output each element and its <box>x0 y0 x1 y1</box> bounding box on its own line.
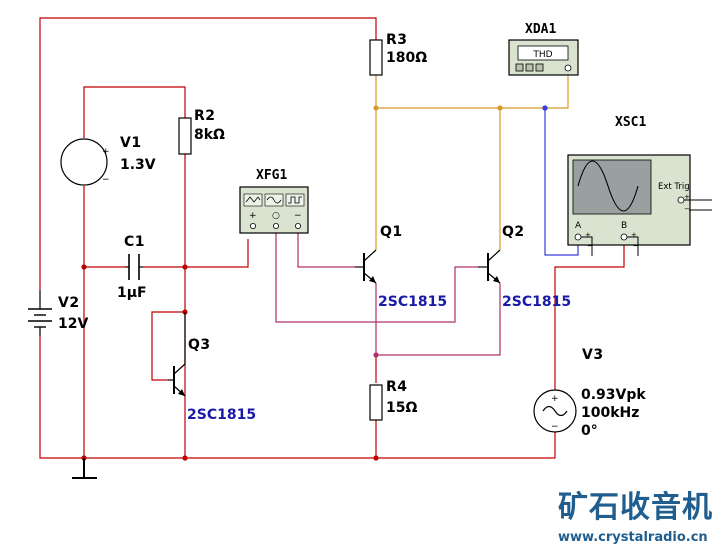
wire-blue <box>544 108 579 256</box>
q3-part: 2SC1815 <box>187 407 256 423</box>
wires-purple <box>275 228 501 356</box>
xfg1-plus-jack[interactable] <box>249 222 256 229</box>
xsc1-b-minus: − <box>633 242 639 250</box>
xda1-input-terminal[interactable] <box>564 64 572 72</box>
xfg1-terminal-common: ○ <box>272 211 280 221</box>
wires-orange <box>375 75 569 250</box>
v3-frequency: 100kHz <box>581 405 639 421</box>
xda1-screen: THD <box>532 50 552 60</box>
xsc1-b-plus: + <box>631 231 637 239</box>
xsc1-ref: XSC1 <box>615 115 646 130</box>
xfg1-triangle-btn[interactable] <box>243 193 263 207</box>
resistor-r4[interactable]: R4 15Ω <box>369 379 417 421</box>
xsc1-ext-minus: − <box>684 205 690 213</box>
xda1-btn-3[interactable] <box>535 63 544 72</box>
xfg1-terminal-plus: + <box>249 211 257 221</box>
r3-value: 180Ω <box>386 50 427 66</box>
r3-ref: R3 <box>386 32 408 48</box>
ac-source-v3[interactable]: + − V3 0.93Vpk 100kHz 0° <box>533 347 646 439</box>
xsc1-channel-a-label: A <box>575 221 582 231</box>
xsc1-trace <box>577 160 639 212</box>
xfg1-minus-jack[interactable] <box>294 222 301 229</box>
transistor-q3[interactable] <box>168 312 186 397</box>
xfg1-common-jack[interactable] <box>272 222 279 229</box>
c1-value: 1µF <box>117 285 147 301</box>
battery-v2[interactable]: V2 12V <box>28 290 88 336</box>
v3-ref: V3 <box>582 347 604 363</box>
c1-ref: C1 <box>124 234 145 250</box>
dc-source-v1[interactable]: + − V1 1.3V <box>60 135 156 186</box>
xfg1-terminal-minus: − <box>294 211 302 221</box>
watermark-title: 矿石收音机 <box>558 490 713 525</box>
instrument-xda1[interactable]: XDA1 THD <box>508 22 579 76</box>
q1-ref: Q1 <box>380 224 403 240</box>
q2-part: 2SC1815 <box>502 294 571 310</box>
v2-value: 12V <box>58 316 88 332</box>
xsc1-a-plus: + <box>585 231 591 239</box>
q2-ref: Q2 <box>502 224 525 240</box>
xda1-ref: XDA1 <box>525 22 556 37</box>
q1-part: 2SC1815 <box>378 294 447 310</box>
xsc1-channel-b-jack[interactable] <box>620 233 628 241</box>
r2-value: 8kΩ <box>194 127 225 143</box>
xsc1-ext-trig-label: Ext Trig <box>658 182 690 192</box>
junctions <box>81 105 548 461</box>
ground-symbol <box>72 458 97 479</box>
v3-minus: − <box>551 422 559 432</box>
r2-ref: R2 <box>194 108 216 124</box>
v3-phase: 0° <box>581 423 598 439</box>
v1-value: 1.3V <box>120 157 156 173</box>
watermark: 矿石收音机 www.crystalradio.cn <box>558 490 713 545</box>
resistor-r2[interactable]: R2 8kΩ <box>178 108 225 155</box>
transistor-q2[interactable] <box>478 249 501 284</box>
xsc1-ext-trig-jack[interactable] <box>677 196 685 204</box>
r4-ref: R4 <box>386 379 408 395</box>
xfg1-ref: XFG1 <box>256 168 287 183</box>
watermark-url: www.crystalradio.cn <box>558 530 708 545</box>
xda1-btn-1[interactable] <box>515 63 524 72</box>
xsc1-ext-plus: + <box>684 193 690 201</box>
resistor-r3[interactable]: R3 180Ω <box>369 32 427 76</box>
instrument-xfg1[interactable]: XFG1 + ○ − <box>239 168 309 234</box>
xsc1-channel-b-label: B <box>621 221 627 231</box>
v3-plus: + <box>551 394 559 404</box>
wires-red <box>39 17 625 459</box>
v1-ref: V1 <box>120 135 142 151</box>
r4-value: 15Ω <box>386 400 417 416</box>
q3-ref: Q3 <box>188 337 211 353</box>
xda1-btn-2[interactable] <box>525 63 534 72</box>
v1-plus: + <box>102 147 110 157</box>
xsc1-a-minus: − <box>587 242 593 250</box>
v1-minus: − <box>102 175 110 185</box>
instrument-xsc1[interactable]: XSC1 Ext Trig + − A B + − + − <box>567 115 712 256</box>
v3-amplitude: 0.93Vpk <box>581 387 646 403</box>
v2-ref: V2 <box>58 295 80 311</box>
xsc1-channel-a-jack[interactable] <box>574 233 582 241</box>
capacitor-c1[interactable]: C1 1µF <box>117 234 147 301</box>
transistor-q1[interactable] <box>355 249 377 284</box>
